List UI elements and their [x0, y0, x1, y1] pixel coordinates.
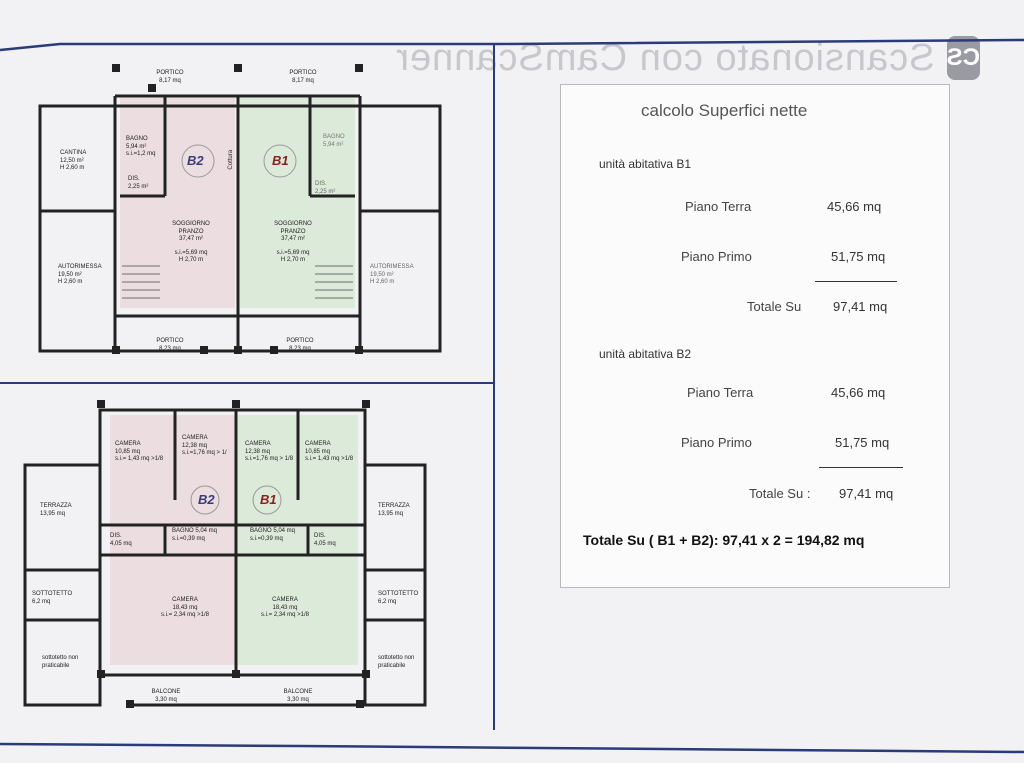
summary-title: calcolo Superfici nette	[641, 101, 808, 120]
b1-piano-terra-value: 45,66 mq	[827, 199, 882, 214]
b1-piano-terra-label: Piano Terra	[685, 199, 752, 214]
b2-piano-terra-label: Piano Terra	[687, 385, 754, 400]
unit-b2-fill	[120, 98, 235, 308]
dis-right-label: DIS.2,25 m²	[315, 181, 336, 195]
b2-piano-terra-value: 45,66 mq	[831, 385, 886, 400]
b2-piano-primo-value: 51,75 mq	[835, 435, 890, 450]
b2-piano-primo-label: Piano Primo	[681, 435, 752, 450]
unit-b2-fill-first	[110, 415, 235, 665]
b2-unit-tag: B2	[187, 153, 204, 168]
b1-sum-rule	[815, 281, 897, 282]
unit-b2-heading: unità abitativa B2	[599, 347, 692, 361]
unit-b1-heading: unità abitativa B1	[599, 157, 692, 171]
b1-totale-label: Totale Su	[747, 299, 802, 314]
b1-unit-tag-first: B1	[260, 492, 277, 507]
first-floor-plan	[23, 400, 427, 708]
b1-unit-tag: B1	[272, 153, 289, 168]
cottura-label: Cottura	[228, 149, 235, 170]
b1-piano-primo-value: 51,75 mq	[831, 249, 886, 264]
b2-totale-value: 97,41 mq	[839, 486, 894, 501]
ground-floor-plan	[38, 64, 442, 354]
unit-b1-fill	[240, 98, 355, 308]
grand-total: Totale Su ( B1 + B2): 97,41 x 2 = 194,82…	[583, 532, 865, 548]
b2-totale-label: Totale Su :	[749, 486, 811, 501]
surface-summary-panel: calcolo Superfici nette unità abitativa …	[560, 84, 950, 588]
b1-piano-primo-label: Piano Primo	[681, 249, 752, 264]
dis-first-right-label: DIS.4,05 mq	[314, 533, 336, 547]
b1-totale-value: 97,41 mq	[833, 299, 888, 314]
b2-sum-rule	[819, 467, 903, 468]
b2-unit-tag-first: B2	[198, 492, 215, 507]
dis-left-label: DIS.2,25 m²	[128, 176, 149, 190]
dis-first-left-label: DIS.4,05 mq	[110, 533, 132, 547]
